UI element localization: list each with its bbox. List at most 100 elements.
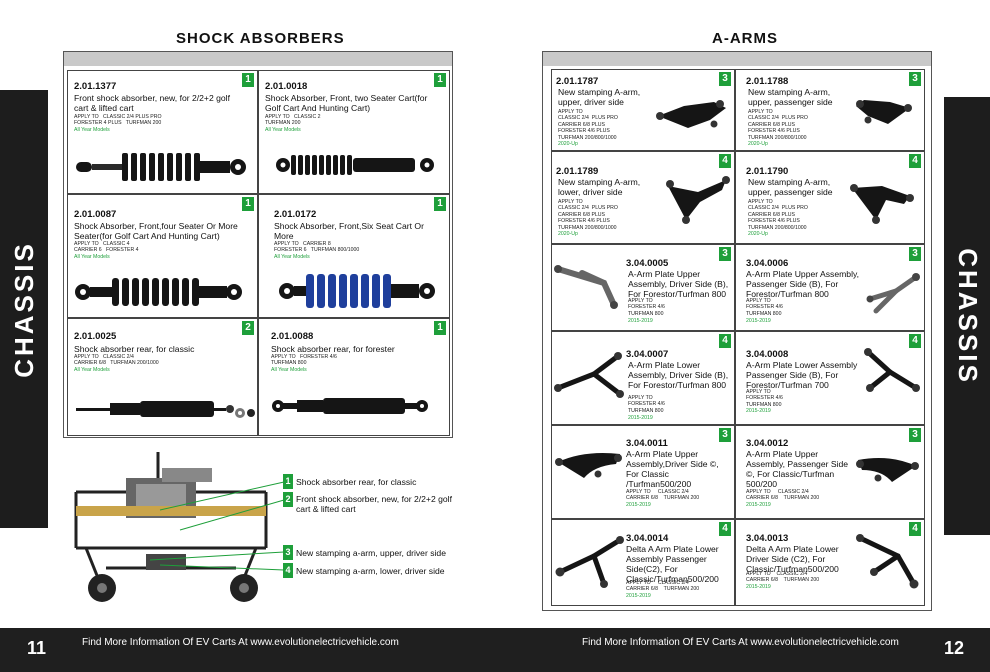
side-tab-left: CHASSIS xyxy=(0,90,48,528)
product-apply-to: APPLY TO CLASSIC 2/4 PLUS PRO CARRIER 6/… xyxy=(558,109,618,141)
shock-absorber-image xyxy=(276,155,434,175)
product-code: 3.04.0007 xyxy=(626,349,669,360)
product-description: Shock Absorber, Front, two Seater Cart(f… xyxy=(265,93,428,113)
product-year: 2020-Up xyxy=(558,141,578,147)
product-description: Delta A Arm Plate Lower Driver Side (C2)… xyxy=(746,544,839,574)
product-apply-to: APPLY TO CLASSIC 2/4 PLUS PRO FORESTER 4… xyxy=(74,114,162,127)
product-code: 3.04.0013 xyxy=(746,533,789,544)
product-card[interactable]: 3 2.01.1787 New stamping A-arm, upper, d… xyxy=(551,69,735,151)
product-apply-to: APPLY TO CLASSIC 4 CARRIER 6 FORESTER 4 xyxy=(74,241,139,254)
product-description: A-Arm Plate Lower Assembly, Driver Side … xyxy=(628,360,729,390)
callout-badge: 4 xyxy=(719,522,731,536)
product-code: 3.04.0008 xyxy=(746,349,789,360)
page-number-right: 12 xyxy=(944,638,965,658)
shock-absorber-image xyxy=(272,398,428,414)
product-apply-to: APPLY TO FORESTER 4/6 TURFMAN 800 xyxy=(628,298,665,317)
footer-website-text: Find More Information Of EV Carts At www… xyxy=(582,637,899,648)
callout-badge: 1 xyxy=(434,197,446,211)
product-year: 2015-2019 xyxy=(628,415,653,421)
product-apply-to: APPLY TO FORESTER 4/6 TURFMAN 800 xyxy=(271,354,337,367)
product-card[interactable]: 3 3.04.0011 A-Arm Plate Upper Assembly,D… xyxy=(551,425,735,519)
product-apply-to: APPLY TO CLASSIC 2/4 CARRIER 6/8 TURFMAN… xyxy=(746,489,820,502)
product-year: 2015-2019 xyxy=(746,318,771,324)
product-description: A-Arm Plate Upper Assembly, Passenger Si… xyxy=(746,269,860,299)
footer-website-text: Find More Information Of EV Carts At www… xyxy=(82,637,399,648)
callout-badge: 4 xyxy=(719,154,731,168)
product-card[interactable]: 4 2.01.1790 New stamping A-arm, upper, p… xyxy=(735,151,925,244)
product-year: 2020-Up xyxy=(748,141,768,147)
product-card[interactable]: 4 3.04.0014 Delta A Arm Plate Lower Asse… xyxy=(551,519,735,606)
product-year: 2015-2019 xyxy=(746,584,771,590)
callout-badge: 3 xyxy=(909,428,921,442)
product-card[interactable]: 3 3.04.0012 A-Arm Plate Upper Assembly, … xyxy=(735,425,925,519)
product-card[interactable]: 1 2.01.0018 Shock Absorber, Front, two S… xyxy=(258,70,450,194)
product-card[interactable]: 4 3.04.0008 A-Arm Plate Lower Assembly P… xyxy=(735,331,925,425)
side-tab-label: CHASSIS xyxy=(8,240,39,378)
product-card[interactable]: 4 3.04.0013 Delta A Arm Plate Lower Driv… xyxy=(735,519,925,606)
callout-badge: 3 xyxy=(719,247,731,261)
product-code: 2.01.0088 xyxy=(271,331,314,342)
product-card[interactable]: 1 2.01.1377 Front shock absorber, new, f… xyxy=(67,70,258,194)
product-apply-to: APPLY TO CLASSIC 2/4 PLUS PRO CARRIER 6/… xyxy=(748,109,808,141)
product-apply-to: APPLY TO FORESTER 4/6 TURFMAN 800 xyxy=(628,395,665,414)
side-tab-label: CHASSIS xyxy=(952,247,983,385)
shock-absorber-image xyxy=(75,278,242,306)
product-description: A-Arm Plate Upper Assembly, Driver Side … xyxy=(628,269,729,299)
product-apply-to: APPLY TO CLASSIC 2/4 CARRIER 6/8 TURFMAN… xyxy=(626,580,700,593)
product-code: 3.04.0014 xyxy=(626,533,669,544)
a-arm-image xyxy=(554,265,618,309)
product-year: All Year Models xyxy=(74,254,110,260)
product-year: 2015-2019 xyxy=(626,502,651,508)
product-code: 3.04.0006 xyxy=(746,258,789,269)
product-year: 2015-2019 xyxy=(628,318,653,324)
product-description: A-Arm Plate Upper Assembly,Driver Side ©… xyxy=(626,449,719,489)
product-description: New stamping A-arm, upper, passenger sid… xyxy=(748,87,833,107)
product-apply-to: APPLY TO CLASSIC 2/4 CARRIER 6/8 TURFMAN… xyxy=(626,489,700,502)
product-description: Shock absorber rear, for forester xyxy=(271,344,395,354)
callout-text: Front shock absorber, new, for 2/2+2 gol… xyxy=(296,494,452,514)
a-arm-image xyxy=(866,273,920,314)
product-code: 2.01.1377 xyxy=(74,81,117,92)
product-card[interactable]: 3 2.01.1788 New stamping A-arm, upper, p… xyxy=(735,69,925,151)
grid-header-band xyxy=(543,52,931,66)
product-description: Front shock absorber, new, for 2/2+2 gol… xyxy=(74,93,230,113)
side-tab-right: CHASSIS xyxy=(944,97,990,535)
product-card[interactable]: 3 3.04.0006 A-Arm Plate Upper Assembly, … xyxy=(735,244,925,331)
product-year: All Year Models xyxy=(74,127,110,133)
product-code: 2.01.1788 xyxy=(746,76,789,87)
a-arm-image xyxy=(856,534,919,589)
product-card[interactable]: 4 2.01.1789 New stamping A-arm, lower, d… xyxy=(551,151,735,244)
product-year: All Year Models xyxy=(271,367,307,373)
product-description: New stamping A-arm, lower, driver side xyxy=(558,177,641,197)
a-arm-image xyxy=(555,453,622,478)
callout-badge: 1 xyxy=(242,73,254,87)
page-title-shock-absorbers: SHOCK ABSORBERS xyxy=(176,30,345,47)
product-apply-to: APPLY TO CLASSIC 2/4 CARRIER 6/8 TURFMAN… xyxy=(746,571,820,584)
product-card[interactable]: 2 2.01.0025 Shock absorber rear, for cla… xyxy=(67,318,258,436)
product-year: All Year Models xyxy=(274,254,310,260)
product-card[interactable]: 1 2.01.0172 Shock Absorber, Front,Six Se… xyxy=(258,194,450,318)
a-arm-image xyxy=(856,100,912,124)
product-apply-to: APPLY TO CLASSIC 2/4 PLUS PRO CARRIER 6/… xyxy=(748,199,808,231)
product-year: 2015-2019 xyxy=(746,408,771,414)
callout-badge: 2 xyxy=(242,321,254,335)
product-card[interactable]: 1 2.01.0087 Shock Absorber, Front,four S… xyxy=(67,194,258,318)
callout-badge: 1 xyxy=(242,197,254,211)
callout-badge: 4 xyxy=(909,522,921,536)
shock-absorber-image xyxy=(76,401,255,418)
product-card[interactable]: 3 3.04.0005 A-Arm Plate Upper Assembly, … xyxy=(551,244,735,331)
product-description: A-Arm Plate Upper Assembly, Passenger Si… xyxy=(746,449,849,489)
shock-absorber-image xyxy=(76,153,246,181)
product-card[interactable]: 4 3.04.0007 A-Arm Plate Lower Assembly, … xyxy=(551,331,735,425)
product-year: 2015-2019 xyxy=(626,593,651,599)
product-code: 3.04.0005 xyxy=(626,258,669,269)
a-arm-image xyxy=(850,184,914,224)
a-arm-image xyxy=(666,176,730,224)
product-card[interactable]: 1 2.01.0088 Shock absorber rear, for for… xyxy=(258,318,450,436)
product-code: 2.01.0025 xyxy=(74,331,117,342)
product-description: Shock absorber rear, for classic xyxy=(74,344,195,354)
product-apply-to: APPLY TO FORESTER 4/6 TURFMAN 800 xyxy=(746,389,783,408)
callout-badge: 1 xyxy=(434,321,446,335)
page-title-a-arms: A-ARMS xyxy=(712,30,778,47)
callout-text: New stamping a-arm, upper, driver side xyxy=(296,548,446,558)
